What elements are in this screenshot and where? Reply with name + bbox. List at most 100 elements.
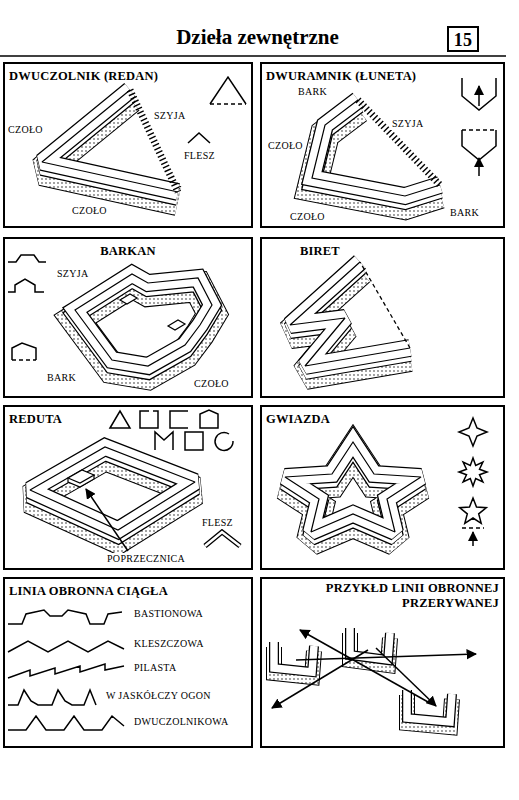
- lunette-figure: [312, 100, 440, 196]
- redoubt-plan-icons: [155, 432, 173, 450]
- redoubt-figure: [30, 447, 195, 530]
- page-number-box: 15: [447, 26, 479, 52]
- redoubt-figure: [30, 447, 195, 551]
- part-label: PILASTA: [132, 662, 178, 674]
- broken-line-works: [274, 642, 314, 672]
- hornwork-figure: [75, 274, 212, 366]
- panel-heading: REDUTA: [9, 412, 62, 427]
- hornwork-figure: [75, 274, 212, 375]
- redoubt-figure: [30, 447, 195, 530]
- page-number: 15: [454, 30, 472, 50]
- part-label: CZOŁO: [6, 124, 45, 136]
- part-label: CZOŁO: [70, 205, 109, 217]
- part-label: SZYJA: [55, 268, 91, 280]
- panel-heading: BIRET: [300, 244, 340, 259]
- redoubt-figure: [68, 470, 94, 483]
- lunette-plan-icon: [462, 78, 496, 110]
- panel-heading: DWURAMNIK (ŁUNETA): [266, 69, 416, 84]
- part-label: KLESZCZOWA: [132, 638, 206, 650]
- lunette-plan-icon: [462, 78, 496, 176]
- panel-box: REDUTA: [3, 405, 253, 570]
- hornwork-plan-icon: [12, 359, 36, 360]
- star-plan-icons: [459, 458, 487, 486]
- part-label: BARK: [448, 207, 481, 219]
- continuous-line-traces: [8, 610, 122, 624]
- part-label: BARK: [296, 86, 329, 98]
- lunette-plan-icon: [462, 129, 496, 130]
- hornwork-plan-icon: [8, 279, 44, 292]
- star-fort-figure: [285, 442, 421, 532]
- redan-plan-icon: [210, 103, 246, 104]
- redoubt-figure: [86, 489, 128, 551]
- redoubt-plan-icons: [185, 432, 203, 450]
- part-label: W JASKÓŁCZY OGON: [104, 690, 213, 702]
- star-plan-icons: [462, 527, 484, 528]
- part-label: CZOŁO: [266, 140, 305, 152]
- panel-box: BARKAN: [3, 237, 253, 398]
- header-rule: [0, 55, 506, 57]
- lunette-figure: [358, 100, 440, 185]
- part-label: BASTIONOWA: [132, 608, 205, 620]
- hornwork-figure: [75, 274, 212, 366]
- redan-figure: [42, 90, 178, 201]
- broken-line-works: [274, 628, 452, 727]
- redan-plan-icon: [188, 77, 246, 143]
- panel-box: BIRET: [260, 237, 505, 398]
- redan-figure: [42, 90, 178, 192]
- part-label: FLESZ: [200, 517, 235, 529]
- star-fort-figure: [285, 442, 421, 532]
- part-label: SZYJA: [390, 118, 426, 130]
- hornwork-figure: [75, 274, 212, 366]
- panel-heading: GWIAZDA: [266, 412, 330, 427]
- star-plan-icons: [459, 418, 487, 546]
- lunette-figure: [312, 100, 440, 196]
- star-plan-icons: [472, 532, 474, 546]
- broken-line-works: [274, 642, 314, 672]
- lunette-plan-icon: [462, 130, 496, 160]
- redoubt-plan-icons: [140, 411, 158, 428]
- redoubt-figure: [30, 447, 195, 530]
- part-label: POPRZECZNICA: [105, 553, 187, 565]
- redoubt-plan-icons: [110, 411, 130, 428]
- lunette-figure: [312, 100, 440, 205]
- biret-figure: [290, 262, 410, 375]
- lunette-plan-icon: [478, 86, 480, 106]
- hornwork-plan-icon: [8, 255, 46, 262]
- biret-figure: [290, 262, 410, 366]
- fire-lines: [272, 650, 368, 708]
- redan-figure: [42, 90, 178, 192]
- redan-plan-icon: [210, 77, 246, 104]
- flesz-figure: [205, 532, 240, 546]
- redan-figure: [42, 90, 178, 192]
- hornwork-figure: [168, 320, 185, 330]
- continuous-line-traces: [8, 641, 124, 652]
- biret-figure: [290, 262, 410, 366]
- panel-heading: BARKAN: [100, 244, 155, 259]
- part-label: CZOŁO: [192, 378, 231, 390]
- redoubt-plan-icons: [200, 410, 218, 428]
- continuous-line-traces: [8, 610, 124, 730]
- part-label: CZOŁO: [288, 211, 327, 223]
- panel-heading: PRZYKŁD LINII OBRONNEJ PRZERYWANEJ: [284, 581, 499, 611]
- continuous-line-traces: [8, 716, 124, 730]
- star-fort-figure: [285, 442, 421, 532]
- redoubt-plan-icons: [215, 432, 233, 450]
- star-plan-icons: [459, 418, 487, 446]
- redan-figure: [130, 90, 178, 192]
- fire-lines: [272, 630, 476, 708]
- hornwork-figure: [120, 294, 137, 304]
- redoubt-plan-icons: [110, 410, 233, 450]
- page-title: Dzieła zewnętrzne: [130, 24, 385, 50]
- part-label: FLESZ: [182, 150, 217, 162]
- part-label: BARK: [45, 372, 78, 384]
- biret-figure: [290, 262, 410, 366]
- flesz-figure: [205, 532, 240, 546]
- lunette-plan-icon: [478, 158, 480, 176]
- star-plan-icons: [460, 498, 487, 523]
- continuous-line-traces: [8, 690, 96, 705]
- panel-box: DWUCZOLNIK (REDAN): [3, 62, 253, 228]
- biret-figure: [360, 262, 410, 348]
- panel-box: GWIAZDA: [260, 405, 505, 570]
